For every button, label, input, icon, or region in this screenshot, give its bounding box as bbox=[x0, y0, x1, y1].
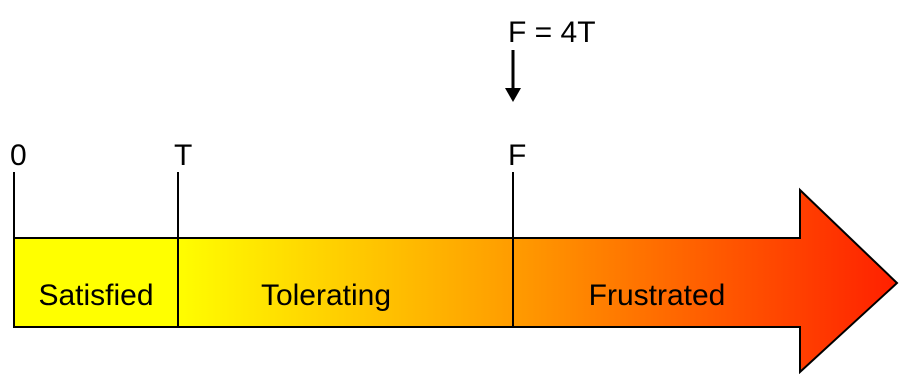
tick-label-zero: 0 bbox=[10, 139, 27, 172]
timeline-arrow bbox=[13, 187, 899, 374]
zone-label-satisfied: Satisfied bbox=[38, 279, 153, 312]
tick-label-t: T bbox=[174, 139, 192, 172]
zone-label-frustrated: Frustrated bbox=[589, 279, 726, 312]
annotation-arrow-head-icon bbox=[505, 88, 521, 102]
zone-label-tolerating: Tolerating bbox=[261, 279, 391, 312]
annotation-label: F = 4T bbox=[508, 16, 596, 49]
tick-label-f: F bbox=[508, 139, 526, 172]
